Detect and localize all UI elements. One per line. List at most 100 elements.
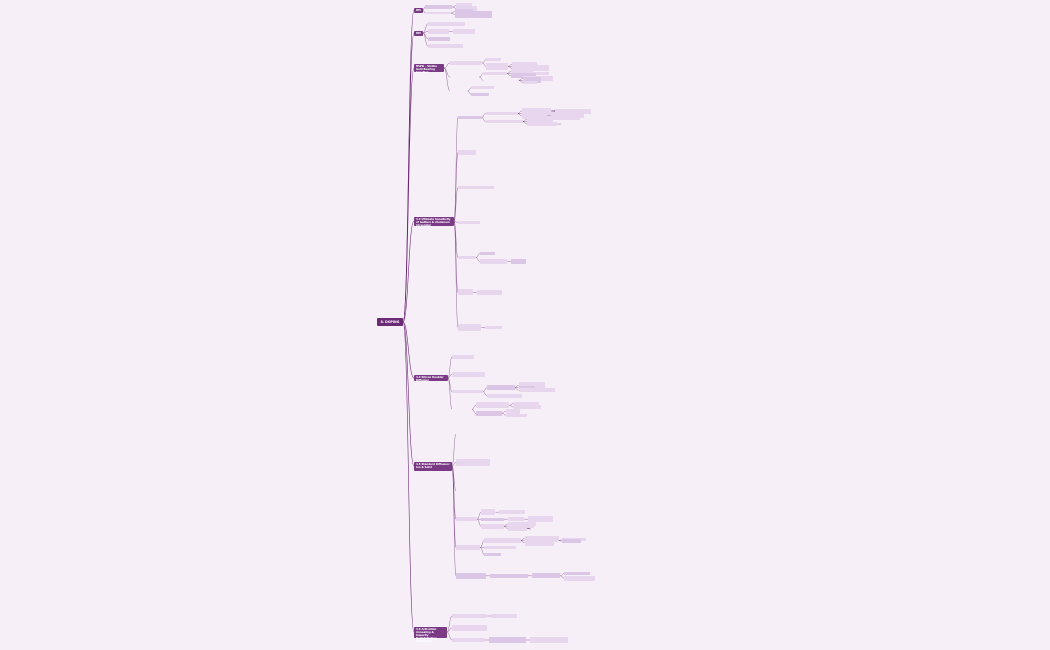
detail-node[interactable] [450,60,483,66]
detail-node[interactable] [518,385,535,390]
detail-node[interactable] [521,108,552,114]
detail-node[interactable] [471,86,495,90]
detail-node[interactable] [475,410,502,416]
detail-node[interactable] [456,431,491,437]
detail-node[interactable] [456,572,486,579]
detail-node[interactable] [476,289,503,296]
detail-node[interactable] [518,388,555,393]
detail-node[interactable] [564,571,591,575]
detail-node[interactable] [483,77,519,83]
detail-node[interactable] [484,553,502,556]
detail-node[interactable] [458,150,477,155]
detail-node[interactable] [483,71,507,76]
detail-node[interactable] [458,256,476,259]
detail-node[interactable] [452,638,486,642]
detail-node[interactable] [505,409,520,414]
detail-node[interactable] [507,525,527,532]
detail-node[interactable] [456,517,478,522]
detail-node[interactable] [561,123,598,126]
detail-node[interactable] [489,636,526,644]
detail-node[interactable] [513,401,540,405]
detail-node[interactable] [452,624,488,632]
detail-node[interactable] [484,545,516,550]
detail-node[interactable] [481,517,504,521]
branch-node[interactable]: HM [414,31,423,36]
detail-node[interactable] [456,489,477,492]
detail-node[interactable] [425,11,451,15]
detail-node[interactable] [481,509,496,515]
detail-node[interactable] [458,324,482,331]
detail-node[interactable] [528,516,554,523]
detail-node[interactable] [450,88,467,94]
detail-node[interactable] [452,28,475,34]
root-node[interactable]: 8. DOPING [377,318,403,326]
detail-node[interactable] [486,58,502,62]
detail-node[interactable] [452,371,485,377]
detail-node[interactable] [487,393,522,398]
detail-node[interactable] [428,36,451,41]
detail-node[interactable] [458,185,494,190]
detail-node[interactable] [513,404,542,410]
detail-node[interactable] [428,44,464,49]
detail-node[interactable] [428,21,465,26]
detail-node[interactable] [485,120,524,123]
detail-node[interactable] [522,77,541,84]
detail-node[interactable] [458,220,481,225]
detail-node[interactable] [527,120,550,123]
detail-node[interactable] [524,535,560,541]
detail-node[interactable] [456,6,478,11]
detail-node[interactable] [499,510,526,514]
detail-node[interactable] [456,544,481,551]
detail-node[interactable] [561,538,582,544]
detail-node[interactable] [507,517,525,522]
detail-node[interactable] [479,259,508,264]
branch-node[interactable]: 4.3 Ultimate Sensitivity of Gallium & Al… [414,217,454,227]
detail-node[interactable] [452,614,488,618]
detail-node[interactable] [529,637,568,643]
detail-node[interactable] [425,4,453,10]
detail-node[interactable] [491,614,518,618]
detail-node[interactable] [527,116,554,122]
branch-node[interactable]: 4.5 Standard Diffusion: Ion & Solid [414,462,452,471]
detail-node[interactable] [518,382,546,388]
detail-node[interactable] [450,74,479,80]
branch-node[interactable]: 4.4 Silicon Doubler Diffusion [414,375,448,382]
detail-node[interactable] [489,573,528,578]
detail-node[interactable] [485,112,518,115]
detail-node[interactable] [511,259,526,264]
detail-node[interactable] [458,116,482,119]
detail-node[interactable] [531,527,556,532]
branch-node[interactable]: HSPD – Visible Gold Bearing Injection [414,64,444,74]
detail-node[interactable] [507,522,537,526]
detail-node[interactable] [428,28,449,34]
detail-node[interactable] [555,109,591,115]
detail-node[interactable] [522,80,538,84]
detail-node[interactable] [454,11,493,18]
detail-node[interactable] [510,70,534,73]
detail-node[interactable] [456,3,473,8]
detail-node[interactable] [471,92,490,96]
detail-node[interactable] [531,573,561,579]
detail-node[interactable] [564,575,596,581]
detail-node[interactable] [505,413,528,417]
detail-node[interactable] [550,113,581,120]
detail-node[interactable] [452,390,483,394]
detail-node[interactable] [512,65,550,72]
detail-node[interactable] [527,122,558,126]
detail-node[interactable] [479,251,495,256]
detail-node[interactable] [524,539,554,546]
detail-node[interactable] [456,459,491,466]
detail-node[interactable] [521,113,547,119]
detail-node[interactable] [475,401,510,409]
detail-node[interactable] [458,289,473,296]
detail-node[interactable] [486,63,508,70]
detail-node[interactable] [481,523,504,529]
detail-node[interactable] [485,325,503,330]
detail-node[interactable] [452,407,472,411]
detail-node[interactable] [452,354,475,359]
detail-node[interactable] [484,537,521,544]
detail-node[interactable] [487,385,515,391]
branch-node[interactable]: HM [414,8,423,13]
branch-node[interactable]: 4.6 Activation Annealing & Impurity Redi… [414,627,447,643]
